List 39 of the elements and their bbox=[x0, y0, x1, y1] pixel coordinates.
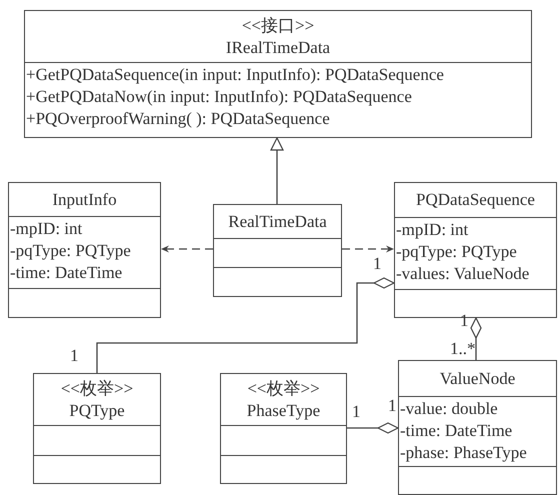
class-name: IRealTimeData bbox=[226, 36, 330, 58]
stereotype-label: <<接口>> bbox=[242, 14, 314, 36]
attribute-text: -value: double bbox=[400, 398, 498, 420]
attribute-text: -mpID: int bbox=[396, 219, 468, 241]
multiplicity-label: 1 bbox=[352, 403, 360, 421]
attribute-text: -values: ValueNode bbox=[396, 263, 530, 285]
class-box bbox=[220, 373, 347, 484]
class-box bbox=[33, 373, 161, 484]
multiplicity-label: 1 bbox=[388, 397, 396, 415]
class-name: PhaseType bbox=[246, 400, 320, 422]
class-box bbox=[213, 204, 342, 297]
multiplicity-label: 1..* bbox=[450, 340, 476, 358]
operation-text: +PQOverproofWarning( ): PQDataSequence bbox=[26, 108, 330, 130]
class-box bbox=[398, 360, 557, 495]
stereotype-label: <<枚举>> bbox=[60, 378, 134, 400]
dependency-arrow bbox=[342, 245, 394, 253]
attribute-text: -time: DateTime bbox=[10, 262, 122, 284]
multiplicity-label: 1 bbox=[70, 347, 78, 365]
attribute-text: -pqType: PQType bbox=[10, 240, 131, 262]
multiplicity-label: 1 bbox=[373, 255, 382, 273]
operation-text: +GetPQDataSequence(in input: InputInfo): PQDataSequence bbox=[26, 64, 444, 86]
class-name: RealTimeData bbox=[228, 210, 327, 232]
operation-text: +GetPQDataNow(in input: InputInfo): PQDataSequence bbox=[26, 86, 412, 108]
class-name: PQType bbox=[69, 400, 125, 422]
aggregation-line bbox=[96, 277, 395, 373]
class-box bbox=[8, 182, 161, 318]
class-name: PQDataSequence bbox=[416, 189, 535, 211]
aggregation-line bbox=[470, 317, 482, 360]
class-name: InputInfo bbox=[52, 188, 117, 210]
attribute-text: -pqType: PQType bbox=[396, 241, 517, 263]
attribute-text: -phase: PhaseType bbox=[400, 442, 527, 464]
attribute-text: -mpID: int bbox=[10, 218, 82, 240]
attribute-text: -time: DateTime bbox=[400, 420, 512, 442]
class-name: ValueNode bbox=[440, 368, 516, 390]
stereotype-label: <<枚举>> bbox=[247, 378, 320, 400]
aggregation-line bbox=[347, 422, 399, 434]
realization-arrow bbox=[270, 137, 284, 204]
class-box bbox=[24, 10, 532, 138]
dependency-arrow bbox=[161, 245, 213, 253]
